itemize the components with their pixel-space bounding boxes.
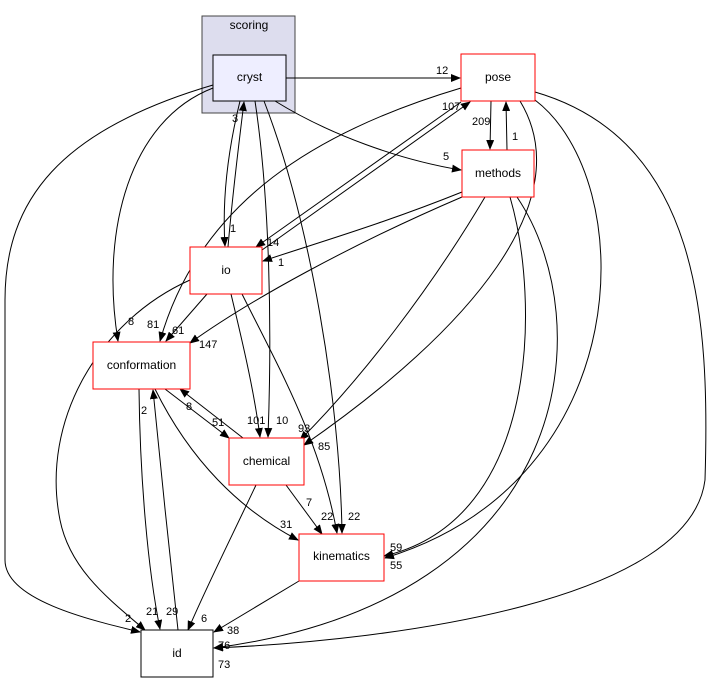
edge-label: 29 [166,606,178,618]
edge-io-id [55,279,191,631]
edge-label: 2 [125,613,131,625]
edge-pose-chemical [303,100,537,446]
edge-label: 10 [276,415,288,427]
edge-methods-conformation [189,196,463,344]
node-label: cryst [237,70,263,84]
edge-label: 93 [298,423,310,435]
node-label: io [221,263,231,277]
edge-label: 14 [267,237,279,249]
edges [4,74,707,652]
edge-label: 21 [146,606,158,618]
edge-label: 7 [306,497,312,509]
edge-label: 5 [443,151,449,163]
node-label: conformation [107,358,176,372]
edge-io-chemical [230,293,263,438]
node-pose[interactable]: pose [460,53,536,102]
edge-chemical-kinematics [285,484,323,535]
edge-io-cryst [227,101,247,248]
edge-label: 38 [227,625,239,637]
edge-chemical-id [187,484,257,631]
edge-io-pose [261,101,471,251]
edge-label: 209 [472,116,490,128]
node-id[interactable]: id [140,629,214,678]
edge-methods-id [213,196,558,651]
node-label: methods [475,166,521,180]
edge-label: 101 [247,415,265,427]
edge-label: 22 [348,511,360,523]
edge-label: 76 [218,640,230,652]
edge-pose-io [255,101,462,248]
edge-labels: 12 5 3 1 8 2 10 22 107 14 209 1 81 93 85… [125,65,518,671]
node-cryst[interactable]: cryst [212,54,287,102]
node-kinematics[interactable]: kinematics [298,533,385,582]
edge-label: 22 [321,511,333,523]
edge-kinematics-id [213,580,300,633]
edge-label: 1 [278,257,284,269]
node-label: id [172,646,181,660]
edge-label: 73 [218,659,230,671]
edge-conformation-kinematics [154,388,299,541]
node-label: kinematics [313,549,370,563]
node-label: chemical [243,454,290,468]
edge-io-conformation [165,293,208,342]
edge-label: 61 [172,325,184,337]
edge-pose-methods [486,100,495,150]
edge-label: 55 [390,560,402,572]
edge-conformation-id [138,388,163,630]
node-chemical[interactable]: chemical [228,437,305,486]
edge-label: 81 [147,319,159,331]
edge-label: 1 [230,223,236,235]
edge-cryst-id [4,84,214,634]
edge-label: 1 [512,131,518,143]
edge-pose-id [213,91,707,652]
edge-cryst-chemical [254,100,273,438]
edge-methods-kinematics [383,196,527,558]
edge-label: 6 [201,613,207,625]
edge-label: 51 [212,417,224,429]
edge-chemical-conformation [179,388,244,439]
edge-methods-pose [502,101,511,151]
edge-label: 3 [232,113,238,125]
edge-id-conformation [149,389,179,631]
edge-io-kinematics [241,293,340,534]
edge-cryst-io [220,100,241,247]
edge-label: 59 [390,542,402,554]
edge-label: 2 [141,405,147,417]
edge-label: 85 [318,441,330,453]
edge-methods-io [262,191,463,262]
edge-label: 8 [128,316,134,328]
edge-pose-kinematics [384,99,602,560]
edge-label: 107 [442,101,460,113]
edge-cryst-conformation [112,87,214,342]
node-io[interactable]: io [189,246,263,295]
cluster-label: scoring [230,18,269,32]
node-conformation[interactable]: conformation [92,341,191,390]
edge-cryst-kinematics [263,100,346,534]
edge-pose-conformation [158,87,462,342]
node-label: pose [485,70,511,84]
edge-methods-chemical [299,196,486,441]
edge-label: 147 [199,339,217,351]
edge-label: 12 [436,65,448,77]
edge-label: 31 [280,519,292,531]
edge-label: 8 [186,401,192,413]
node-methods[interactable]: methods [461,149,535,198]
edge-conformation-chemical [164,388,230,439]
edge-cryst-methods [274,100,462,173]
